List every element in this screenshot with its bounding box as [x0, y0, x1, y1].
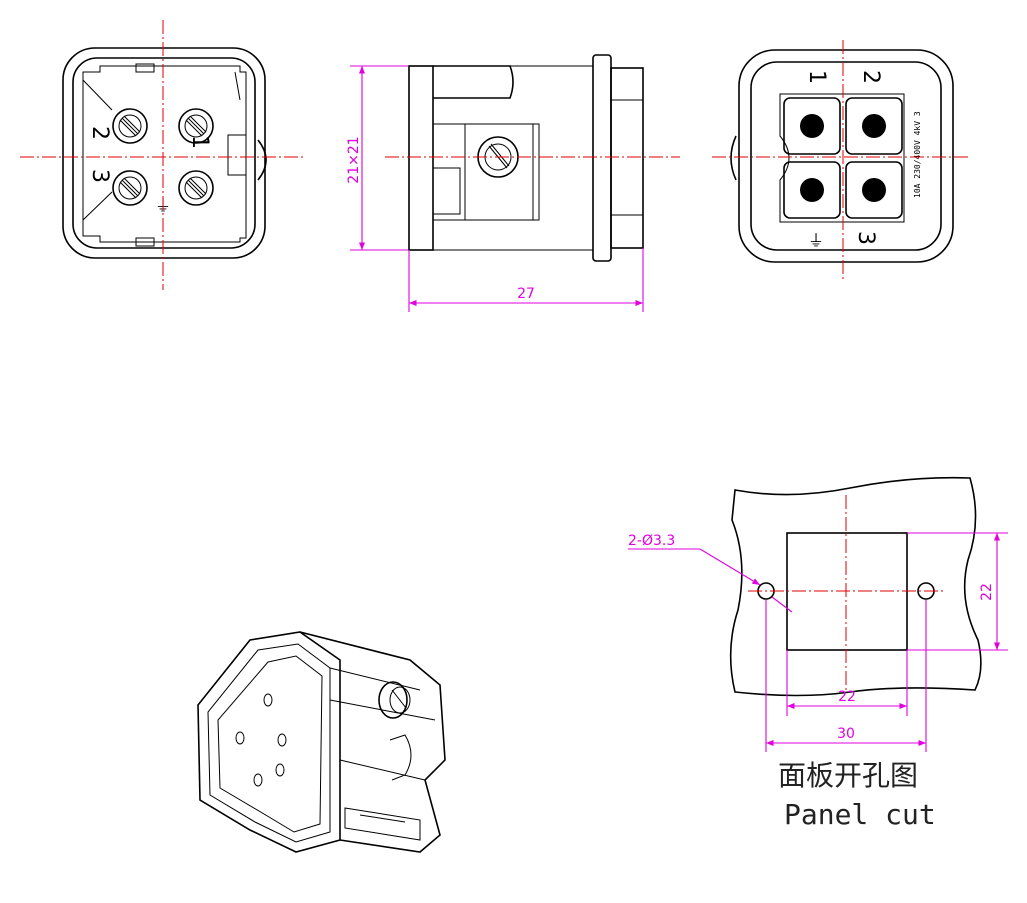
panel-dim-width-label: 22 — [838, 689, 856, 705]
iso-base-slot-line — [359, 814, 406, 823]
side-terminal-inner — [464, 123, 534, 221]
panel-caption-chinese: 面板开孔图 — [778, 759, 918, 792]
iso-insert-outline — [217, 655, 323, 833]
front-pin-label-2: 2 — [87, 126, 112, 140]
panel-outline — [729, 476, 982, 697]
panel-dim-spacing-label: 30 — [837, 726, 855, 742]
front-insert-outline — [82, 65, 247, 243]
back-insert-outline — [779, 93, 905, 223]
back-pin-cell — [783, 97, 841, 155]
iso-flange-outer — [197, 631, 341, 853]
panel-caption-english: Panel cut — [784, 798, 936, 831]
front-housing-outer — [62, 47, 266, 259]
back-ground-symbol: ⏚ — [808, 231, 824, 250]
panel-callout-leader-tail — [771, 596, 793, 613]
front-screw-terminal — [178, 108, 214, 144]
back-housing-inner — [750, 61, 942, 251]
back-pin-label-2: 2 — [858, 70, 883, 84]
panel-cut-view: 2-Ø3.3 22 22 30 面板开孔图 Panel cut — [628, 476, 1008, 831]
back-view: 1 2 3 ⏚ 10A 230/400V 4kV 3 — [712, 40, 968, 282]
isometric-view — [197, 631, 446, 853]
front-chamfer-lines — [82, 71, 241, 221]
iso-body-edges — [329, 667, 436, 781]
back-pin-cell — [845, 97, 903, 155]
side-body — [432, 65, 594, 251]
front-bottom-notch — [135, 237, 155, 247]
back-pin-cell — [783, 161, 841, 219]
side-face-lines — [611, 99, 643, 216]
side-top-cap — [433, 65, 514, 99]
front-screw-terminal — [112, 108, 148, 144]
front-screw-terminal — [112, 170, 148, 206]
front-view: 2 3 1 ⏚ — [20, 20, 305, 290]
panel-callout-leader — [699, 548, 761, 586]
front-housing-inner — [72, 57, 256, 249]
iso-body-outline — [299, 631, 446, 853]
iso-screw — [378, 681, 411, 719]
side-rear-block — [408, 65, 434, 251]
back-rating-text: 10A 230/400V 4kV 3 — [913, 111, 922, 198]
front-latch — [227, 134, 247, 176]
front-pin-label-3: 3 — [87, 169, 112, 183]
panel-hole-callout: 2-Ø3.3 — [628, 533, 675, 549]
iso-base-slot — [344, 807, 421, 841]
iso-pin-holes — [235, 693, 287, 787]
side-flange — [592, 54, 612, 262]
back-housing-outer — [738, 49, 954, 263]
back-pin-cell — [845, 161, 903, 219]
back-pin-label-3: 3 — [853, 231, 878, 245]
front-screw-terminal — [178, 170, 214, 206]
front-pin-label-1: 1 — [187, 135, 212, 149]
side-contact — [433, 167, 461, 215]
iso-side-step — [389, 734, 412, 781]
panel-dim-height-label: 22 — [979, 583, 995, 601]
side-front-face — [610, 67, 644, 249]
side-dim-height-label: 21×21 — [346, 136, 362, 183]
front-side-lug — [257, 139, 267, 181]
back-pin-label-1: 1 — [804, 70, 829, 84]
back-side-lug — [730, 135, 737, 181]
front-top-notch — [135, 63, 155, 73]
iso-flange-inner — [207, 643, 331, 843]
side-view: 21×21 27 — [346, 54, 680, 312]
side-dim-length-label: 27 — [517, 286, 535, 302]
